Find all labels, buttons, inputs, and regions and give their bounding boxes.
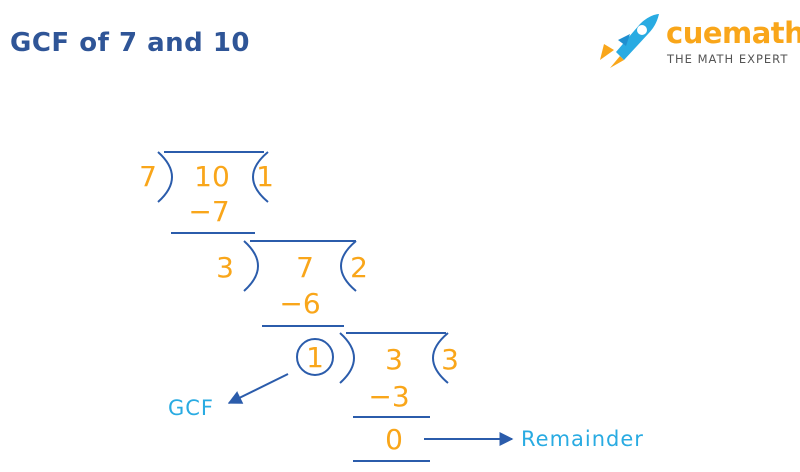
subtract-7: −7	[188, 195, 229, 228]
quotient-bracket	[340, 240, 357, 292]
gcf-circle	[296, 338, 334, 376]
division-bracket	[157, 151, 173, 203]
page-title: GCF of 7 and 10	[10, 28, 251, 58]
divisor-7: 7	[139, 160, 157, 193]
divisor-1: 1	[306, 341, 324, 374]
division-bracket	[243, 240, 259, 292]
division-bracket	[339, 332, 355, 384]
gcf-arrow	[227, 373, 289, 404]
gcf-label: GCF	[168, 396, 214, 420]
subtract-3: −3	[368, 380, 409, 413]
divisor-3: 3	[216, 251, 234, 284]
quotient-bracket	[432, 332, 449, 384]
quotient-3: 3	[441, 343, 459, 376]
rocket-icon	[600, 14, 659, 68]
quotient-1: 1	[256, 160, 274, 193]
subtract-6: −6	[279, 287, 320, 320]
remainder-value: 0	[385, 423, 403, 456]
dividend-3: 3	[385, 343, 403, 376]
brand-tagline: THE MATH EXPERT	[667, 52, 789, 66]
quotient-bracket	[252, 151, 269, 203]
brand-logo[interactable]: cuemath THE MATH EXPERT	[596, 10, 800, 70]
brand-name: cuemath	[666, 16, 800, 50]
remainder-label: Remainder	[521, 427, 644, 451]
dividend-7: 7	[296, 251, 314, 284]
quotient-2: 2	[350, 251, 368, 284]
dividend-10: 10	[194, 160, 230, 193]
